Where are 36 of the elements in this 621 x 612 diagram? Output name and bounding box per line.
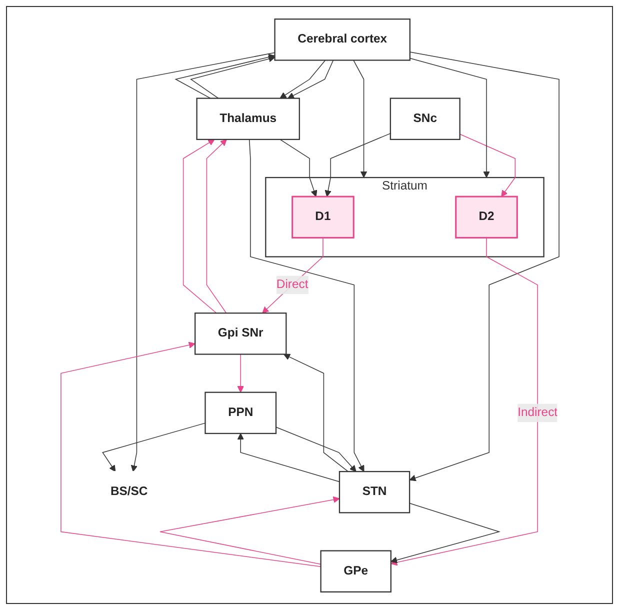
arrow — [279, 59, 326, 98]
arrow — [275, 426, 356, 472]
node-box: Thalamus — [196, 97, 300, 140]
arrow — [206, 138, 226, 313]
edge-label: Indirect — [517, 406, 558, 418]
arrow — [174, 53, 275, 98]
node-box: D1 — [291, 195, 354, 238]
edge-label: Direct — [276, 278, 308, 291]
arrow — [159, 496, 340, 564]
arrow — [130, 52, 275, 472]
arrow — [324, 132, 390, 196]
arrow — [408, 51, 559, 481]
node-box: PPN — [204, 391, 276, 434]
node-box: Gpi SNr — [194, 312, 286, 354]
arrow — [279, 138, 317, 196]
node-box: STN — [338, 470, 410, 513]
arrow — [60, 341, 321, 566]
arrow — [190, 55, 275, 98]
arrow — [236, 353, 244, 392]
arrow — [248, 138, 364, 472]
node-box: D2 — [454, 195, 518, 238]
arrow — [102, 422, 206, 472]
node-text: BS/SC — [110, 484, 148, 498]
node-box: GPe — [320, 550, 391, 592]
arrow — [409, 57, 490, 178]
arrow — [287, 59, 334, 98]
arrow — [182, 138, 216, 313]
node-box: Cerebral cortex — [274, 18, 410, 60]
arrow — [352, 59, 367, 178]
arrow — [458, 133, 516, 196]
arrow — [236, 432, 340, 482]
arrow — [262, 236, 323, 313]
arrow — [282, 353, 348, 472]
node-box: SNc — [389, 97, 460, 140]
arrow — [390, 236, 538, 566]
arrow — [390, 502, 500, 563]
